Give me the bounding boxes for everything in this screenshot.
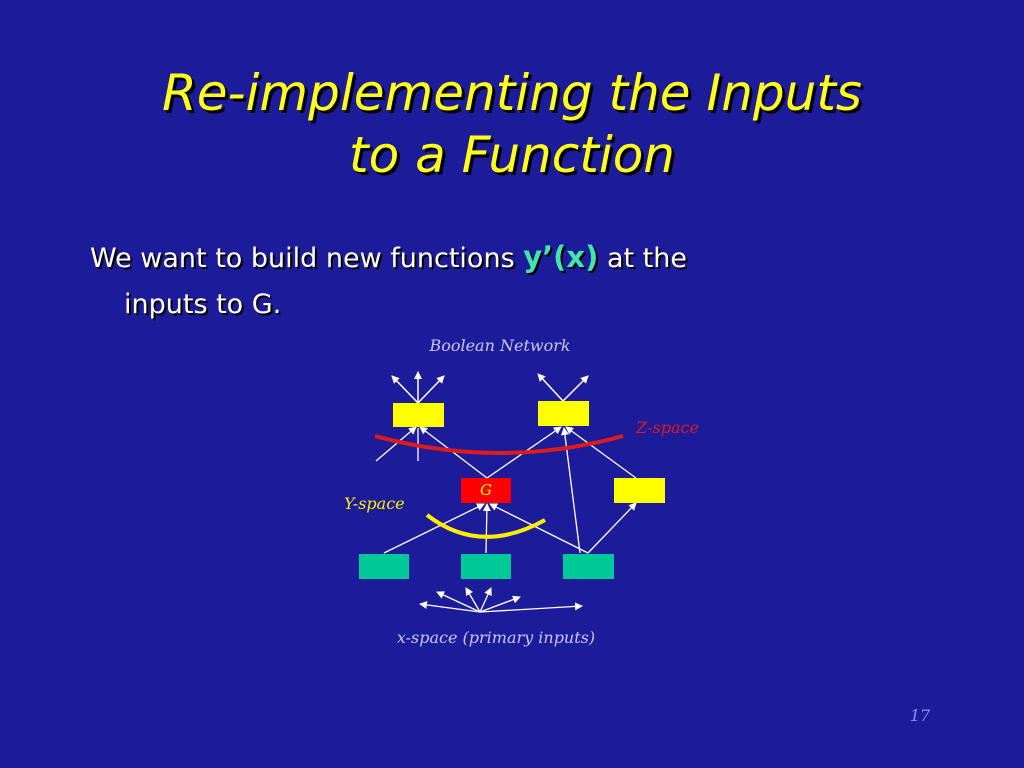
body-text: We want to build new functions y’(x) at … (90, 234, 850, 328)
label-boolean-network: Boolean Network (428, 336, 570, 355)
label-xspace: x-space (primary inputs) (397, 628, 595, 647)
primary-input-arrows (419, 587, 583, 613)
node-yellow-top-left (393, 403, 444, 427)
output-arrows (391, 371, 589, 404)
body-text-pre: We want to build new functions (90, 243, 524, 274)
body-text-line2: inputs to G. (124, 289, 282, 320)
node-green-right (563, 554, 614, 579)
yspace-curve (425, 513, 546, 539)
label-yspace: Y-space (344, 494, 405, 513)
body-text-highlight: y’(x) (523, 240, 599, 274)
slide-title-line2: to a Function (348, 126, 675, 184)
node-green-middle (461, 554, 511, 579)
slide-title: Re-implementing the Inputs to a Function (60, 62, 964, 186)
zspace-curve (374, 434, 624, 455)
body-text-post: at the (598, 243, 687, 274)
node-g-label: G (480, 481, 492, 499)
slide-title-line1: Re-implementing the Inputs (162, 64, 862, 122)
page-number: 17 (909, 706, 931, 725)
label-zspace: Z-space (635, 418, 699, 437)
node-yellow-right (614, 478, 665, 503)
node-g (461, 478, 511, 503)
node-green-left (359, 554, 409, 579)
node-yellow-top-right (538, 401, 589, 426)
